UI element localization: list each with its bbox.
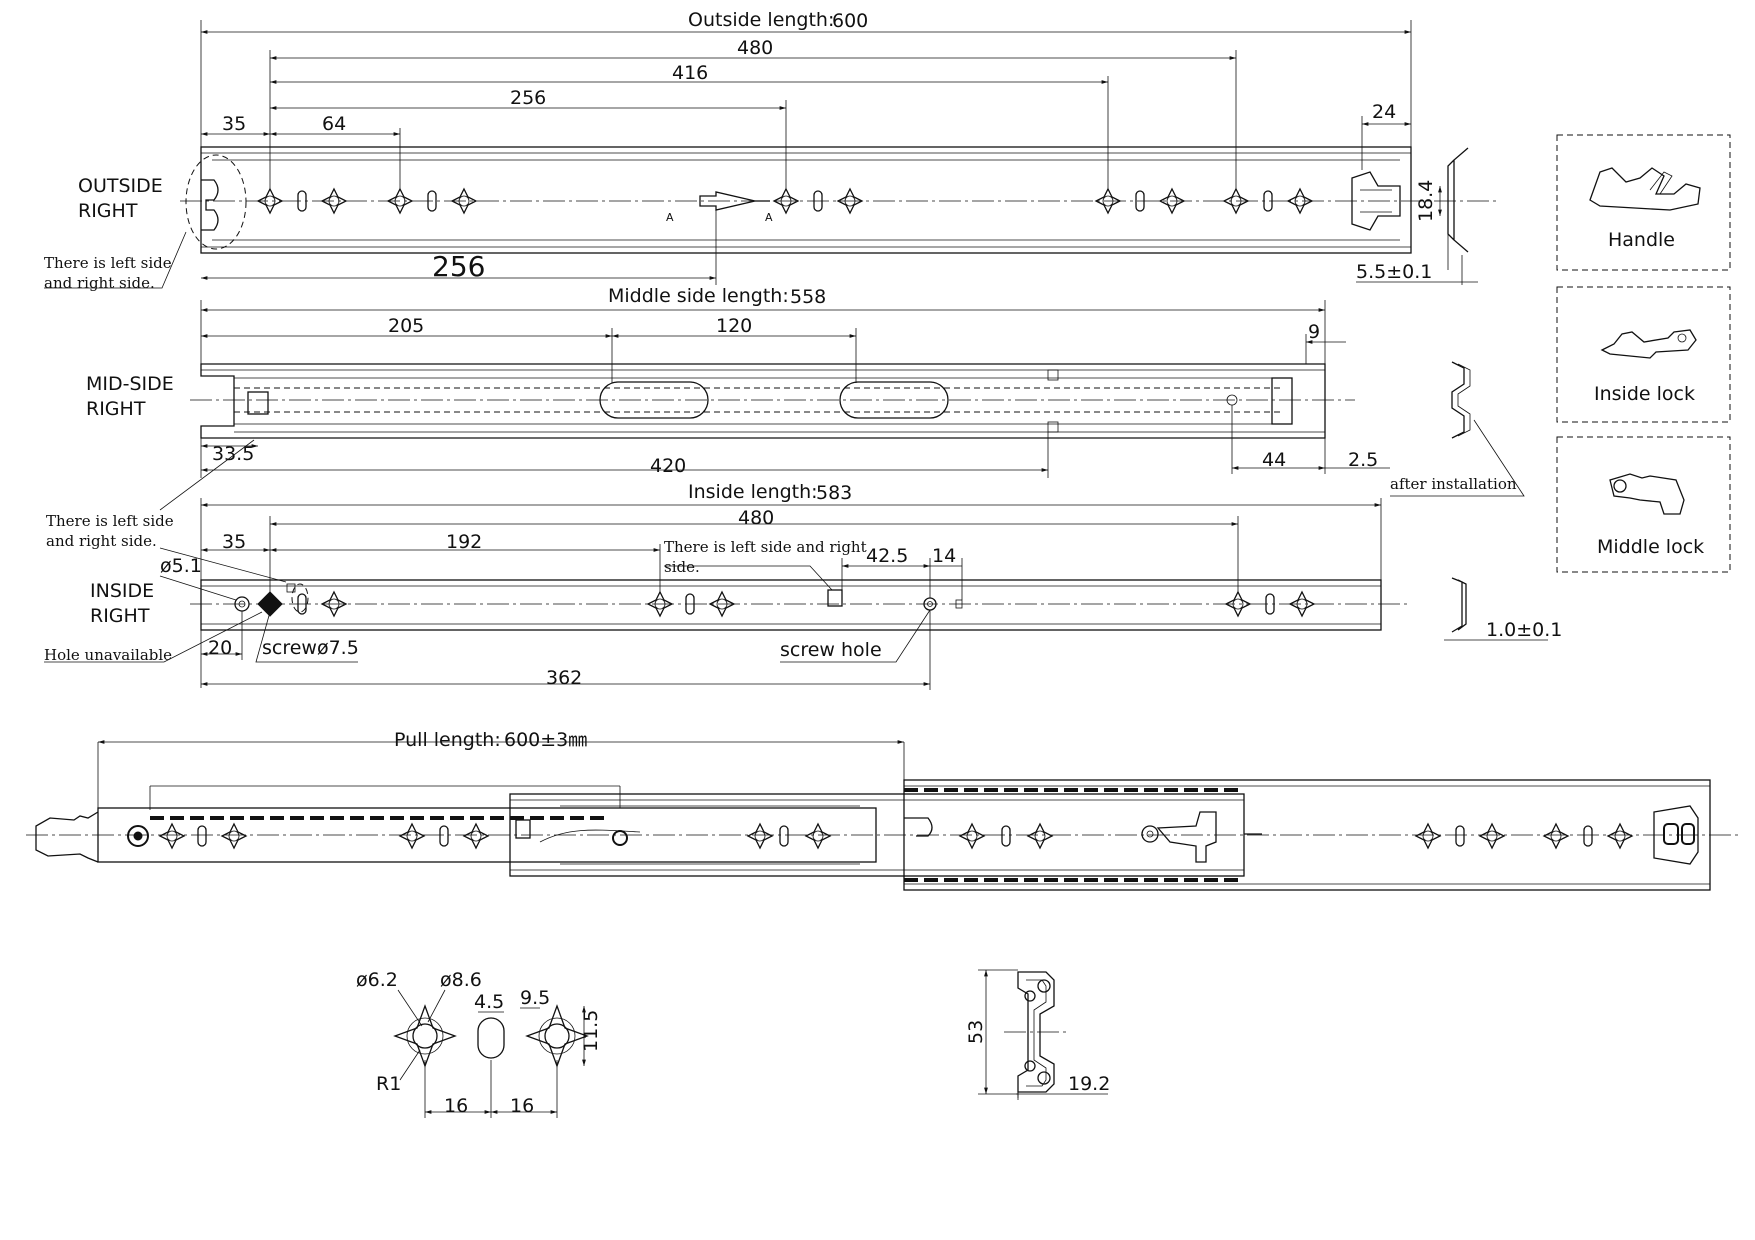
hole-detail-view: 16 16 ø6.2 ø8.6 4.5 9.5 11.5 R1 [356,969,602,1118]
middle-rail-body [200,363,1326,439]
assembled-end-bracket [1653,805,1699,865]
inside-screw-mark [257,591,283,617]
outside-note-line2: and right side. [44,274,155,292]
hole-dim-6-2: ø6.2 [356,969,398,991]
inside-profile [1451,577,1467,633]
inside-dim-14: 14 [932,545,956,567]
middle-lock-icon [1609,473,1685,515]
middle-length-label: Middle side length: [608,285,789,307]
outside-dim-35: 35 [222,113,246,135]
hole-dim-4-5: 4.5 [474,991,504,1013]
outside-length-label: Outside length: [688,9,834,31]
outside-label-line2: RIGHT [78,200,138,222]
outside-rail-view: OUTSIDE RIGHT A A [44,9,1500,292]
outside-rail-body [200,146,1412,254]
outside-dim-5-5: 5.5±0.1 [1356,261,1432,283]
outside-stopper [699,191,756,211]
panel-handle-label: Handle [1608,229,1675,251]
inside-note-left-line2: and right side. [46,532,157,550]
section-profile-view: 53 19.2 [965,969,1110,1100]
screw-hole-label: screw hole [780,639,882,661]
screw-label: screwø7.5 [262,637,359,659]
inside-note-mid-line2: side. [664,558,700,576]
section-mark-a2: A [765,211,773,224]
middle-dim-33-5: 33.5 [212,443,254,465]
inside-label-line1: INSIDE [90,580,154,602]
panel-middle-lock-label: Middle lock [1597,536,1704,558]
panel-inside-lock: Inside lock [1556,286,1731,423]
hole-dim-8-6: ø8.6 [440,969,482,991]
middle-length-value: 558 [790,286,826,308]
inside-dim-362: 362 [546,667,582,689]
inside-note-left-line1: There is left side [46,512,174,530]
outside-dim-256: 256 [510,87,546,109]
outside-dim-256-big: 256 [432,250,485,283]
middle-rail-view: MID-SIDE RIGHT Middle side length: 558 2… [86,285,1525,497]
outside-end-bracket [1351,171,1401,231]
middle-dim-120: 120 [716,315,752,337]
middle-profile [1451,361,1465,439]
inside-label-line2: RIGHT [90,605,150,627]
section-dim-53: 53 [965,1020,987,1044]
middle-label-line2: RIGHT [86,398,146,420]
inside-dim-480: 480 [738,507,774,529]
hole-dim-9-5: 9.5 [520,987,550,1009]
outside-dim-18-4: 18.4 [1415,180,1437,222]
middle-slot-1 [599,381,709,419]
middle-dim-2-5: 2.5 [1348,449,1378,471]
middle-end-block [1271,377,1293,425]
hole-dim-16b: 16 [510,1095,534,1117]
inside-lock-icon [1600,329,1697,359]
handle-icon [1589,167,1701,211]
outside-detail-circle [185,154,247,250]
after-installation-note: after installation [1390,475,1517,493]
panel-handle: Handle [1556,134,1731,271]
panel-middle-lock: Middle lock [1556,436,1731,573]
hole-r1: R1 [376,1073,401,1095]
assembled-handle [35,811,99,863]
outside-length-value: 600 [832,10,868,32]
assembled-middle-lock [1156,811,1217,863]
middle-dim-9: 9 [1308,321,1320,343]
inside-dim-1-0: 1.0±0.1 [1486,619,1562,641]
middle-slot-2 [839,381,949,419]
inside-rail-view: INSIDE RIGHT 1.0±0.1 Inside length [44,439,1562,690]
pull-length-value: 600±3㎜ [504,729,587,751]
assembled-view: Pull length: 600±3㎜ [26,729,1740,891]
inside-dim-5-1: ø5.1 [160,555,202,577]
middle-dim-205: 205 [388,315,424,337]
outside-dim-480: 480 [737,37,773,59]
section-mark-a1: A [666,211,674,224]
outside-profile [1447,147,1469,253]
outside-dim-24: 24 [1372,101,1396,123]
inside-length-value: 583 [816,482,852,504]
hole-dim-16a: 16 [444,1095,468,1117]
middle-dim-420: 420 [650,455,686,477]
section-dim-19-2: 19.2 [1068,1073,1110,1095]
hole-detail-slot [477,1017,505,1059]
inside-dim-192: 192 [446,531,482,553]
inside-rail-body [200,579,1382,631]
outside-label-line1: OUTSIDE [78,175,163,197]
inside-note-mid-line1: There is left side and right [664,538,867,556]
middle-dim-44: 44 [1262,449,1286,471]
panel-inside-lock-label: Inside lock [1594,383,1695,405]
inside-dim-20: 20 [208,637,232,659]
inside-dim-35: 35 [222,531,246,553]
inside-dim-42-5: 42.5 [866,545,908,567]
outside-dim-416: 416 [672,62,708,84]
ball-cage-top [560,805,860,865]
outside-note-line1: There is left side [44,254,172,272]
hole-unavailable-note: Hole unavailable [44,646,172,664]
inside-length-label: Inside length: [688,481,818,503]
pull-length-label: Pull length: [394,729,501,751]
hole-dim-11-5: 11.5 [580,1010,602,1052]
middle-label-line1: MID-SIDE [86,373,174,395]
outside-dim-64: 64 [322,113,346,135]
